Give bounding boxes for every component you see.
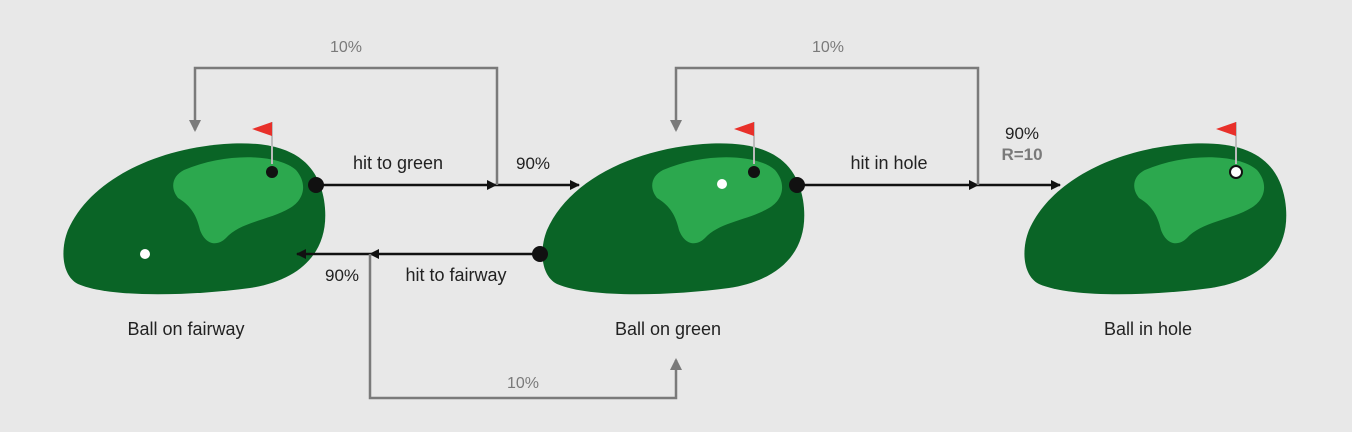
state-label-fairway: Ball on fairway bbox=[127, 319, 244, 339]
action-label-hit-in-hole: hit in hole bbox=[850, 153, 927, 173]
action-label-hit-to-fairway: hit to fairway bbox=[405, 265, 506, 285]
prob-green-to-fairway-stay: 10% bbox=[507, 375, 539, 392]
hole-marker bbox=[266, 166, 278, 178]
action-label-hit-to-green: hit to green bbox=[353, 153, 443, 173]
action-node bbox=[308, 177, 324, 193]
ball-icon bbox=[717, 179, 727, 189]
ball-in-hole-icon bbox=[1229, 165, 1243, 179]
ball-icon bbox=[140, 249, 150, 259]
reward-label: R=10 bbox=[1001, 145, 1042, 164]
state-ball-on-fairway: Ball on fairway bbox=[63, 121, 326, 339]
state-label-green: Ball on green bbox=[615, 319, 721, 339]
action-node bbox=[532, 246, 548, 262]
prob-fairway-to-green: 90% bbox=[516, 154, 550, 173]
action-hit-to-fairway: hit to fairway 90% 10% bbox=[296, 246, 682, 400]
state-ball-in-hole: Ball in hole bbox=[1024, 121, 1287, 339]
prob-fairway-self: 10% bbox=[330, 39, 362, 56]
state-label-hole: Ball in hole bbox=[1104, 319, 1192, 339]
golf-course-icon bbox=[542, 143, 805, 295]
prob-green-to-hole: 90% bbox=[1005, 124, 1039, 143]
action-node bbox=[789, 177, 805, 193]
prob-green-to-fairway: 90% bbox=[325, 266, 359, 285]
prob-green-self: 10% bbox=[812, 39, 844, 56]
action-hit-to-green: hit to green 90% 10% bbox=[189, 39, 580, 193]
hole-marker bbox=[748, 166, 760, 178]
golf-course-icon bbox=[63, 143, 326, 295]
action-hit-in-hole: hit in hole 90% R=10 10% bbox=[670, 39, 1061, 193]
golf-course-icon bbox=[1024, 143, 1287, 295]
state-ball-on-green: Ball on green bbox=[542, 121, 805, 339]
